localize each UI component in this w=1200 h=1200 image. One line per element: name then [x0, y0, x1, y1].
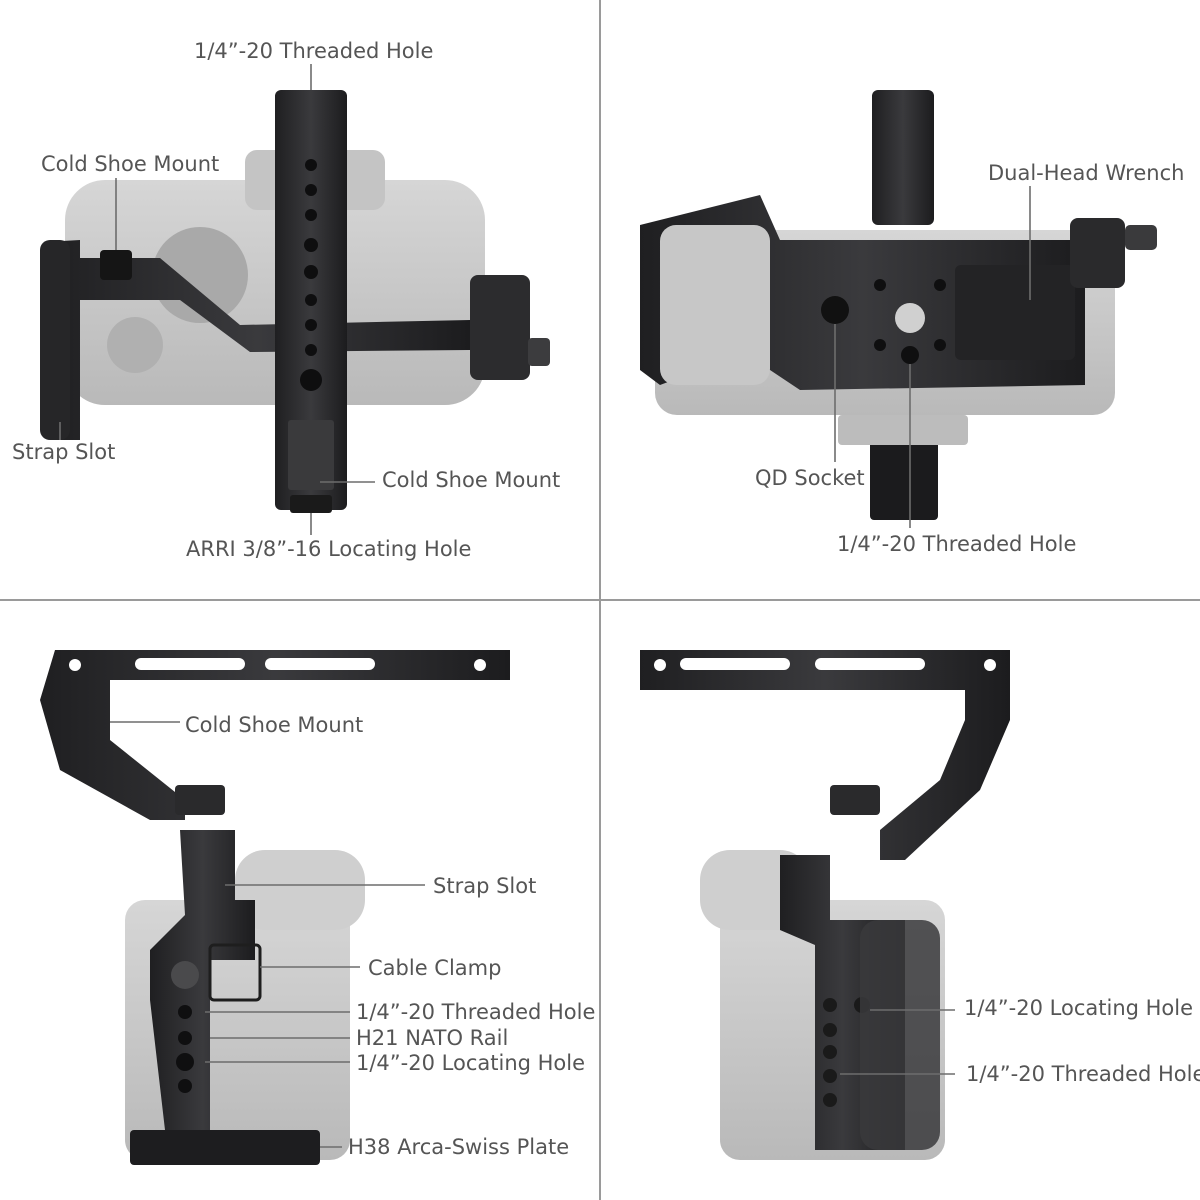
- label-tl-arri-hole: ARRI 3/8”-16 Locating Hole: [186, 537, 472, 561]
- label-br-locating-hole: 1/4”-20 Locating Hole: [964, 996, 1194, 1020]
- top-handle-arc-left[interactable]: [40, 650, 510, 820]
- label-tl-threaded-hole: 1/4”-20 Threaded Hole: [194, 39, 434, 63]
- top-left-leaders: [59, 64, 375, 535]
- clamp-knob: [528, 338, 550, 366]
- label-tr-qd-socket: QD Socket: [755, 466, 865, 490]
- bottom-left-camera-view: [40, 650, 510, 1165]
- label-bl-cold-shoe: Cold Shoe Mount: [185, 713, 364, 737]
- center-screw: [895, 303, 925, 333]
- label-br-threaded-hole: 1/4”-20 Threaded Hole: [966, 1062, 1200, 1086]
- cold-shoe-left: [100, 250, 132, 280]
- side-cage-arm: [45, 240, 470, 440]
- top-right-camera-view: [640, 90, 1157, 520]
- label-tl-strap-slot: Strap Slot: [12, 440, 116, 464]
- handle-mount-block: [175, 785, 225, 815]
- bottom-left-leaders: [110, 721, 425, 1148]
- handle-hole-left-b: [474, 659, 486, 671]
- label-tr-threaded-hole: 1/4”-20 Threaded Hole: [837, 532, 1077, 556]
- arca-channel: [955, 265, 1075, 360]
- label-bl-strap-slot: Strap Slot: [433, 874, 537, 898]
- plate-holes: [874, 279, 946, 351]
- evf-side-left: [235, 850, 365, 930]
- label-bl-threaded-hole: 1/4”-20 Threaded Hole: [356, 1000, 596, 1024]
- top-handle-vertical: [872, 90, 934, 225]
- threaded-hole-bottom: [901, 346, 919, 364]
- label-tl-cold-shoe-right: Cold Shoe Mount: [382, 468, 561, 492]
- lower-plate: [838, 415, 968, 445]
- top-left-camera-view: [40, 90, 550, 513]
- control-dial: [107, 317, 163, 373]
- bottom-right-leaders: [840, 1009, 955, 1075]
- label-bl-nato-rail: H21 NATO Rail: [356, 1026, 509, 1050]
- arca-plate-left: [130, 1130, 320, 1165]
- cable-clamp: [208, 943, 262, 1002]
- arri-base: [290, 495, 332, 513]
- top-right-leaders: [834, 186, 1031, 528]
- side-wrench-clamp: [1070, 218, 1125, 288]
- side-cage-left: [150, 830, 255, 1130]
- label-tl-cold-shoe-left: Cold Shoe Mount: [41, 152, 220, 176]
- bottom-handle-vertical: [870, 430, 938, 520]
- label-bl-cable-clamp: Cable Clamp: [368, 956, 502, 980]
- grip-plate-right: [860, 920, 940, 1150]
- right-clamp: [470, 275, 530, 380]
- handle-mount-block-right: [830, 785, 880, 815]
- horizontal-divider: [0, 599, 1200, 601]
- side-rail-holes-left: [176, 1005, 194, 1093]
- top-handle-arc-right[interactable]: [640, 650, 1010, 860]
- cable-clamp-knob: [171, 961, 199, 989]
- handle-slots-left: [135, 658, 375, 670]
- rail-threaded-holes: [300, 159, 322, 391]
- qd-socket: [821, 296, 849, 324]
- wrench-knob: [1125, 225, 1157, 250]
- handle-hole-left-a: [69, 659, 81, 671]
- label-bl-locating-hole: 1/4”-20 Locating Hole: [356, 1051, 586, 1075]
- handle-cold-shoe: [288, 420, 334, 490]
- handle-slots-right: [680, 658, 925, 670]
- label-tr-wrench: Dual-Head Wrench: [988, 161, 1185, 185]
- bottom-right-camera-view: [640, 650, 1010, 1160]
- handle-hole-right-b: [984, 659, 996, 671]
- strap-bracket: [40, 240, 70, 440]
- handle-hole-right-a: [654, 659, 666, 671]
- battery-door: [660, 225, 770, 385]
- label-bl-arca-plate: H38 Arca-Swiss Plate: [348, 1135, 570, 1159]
